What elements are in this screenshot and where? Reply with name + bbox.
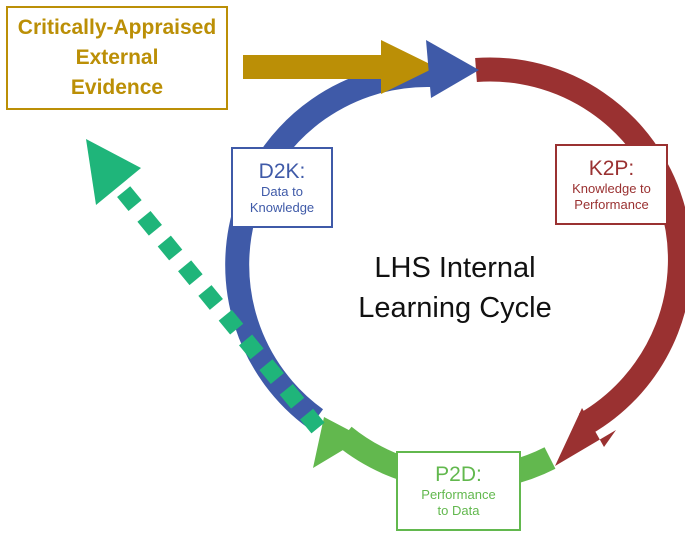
evidence-arrow-shaft	[243, 55, 391, 79]
feedback-arrow-line	[112, 180, 325, 434]
p2d-desc-line-1: Performance	[421, 487, 496, 502]
d2k-desc-line-2: Knowledge	[249, 199, 315, 215]
feedback-arrowhead	[86, 139, 141, 205]
k2p-code: K2P:	[588, 156, 635, 180]
k2p-arrowhead	[555, 408, 616, 466]
p2d-code: P2D:	[435, 463, 482, 486]
evidence-line-1: Critically-Appraised	[17, 16, 217, 39]
evidence-arrowhead	[381, 40, 436, 94]
d2k-arrowhead	[426, 40, 479, 98]
k2p-desc-line-2: Performance	[574, 196, 649, 212]
d2k-box: D2K: Data to Knowledge	[231, 147, 333, 228]
k2p-desc-line-1: Knowledge to	[572, 180, 651, 196]
external-evidence-box: Critically-Appraised External Evidence	[6, 6, 228, 110]
k2p-arc	[475, 57, 685, 435]
k2p-box: K2P: Knowledge to Performance	[555, 144, 668, 225]
evidence-line-3: Evidence	[70, 76, 164, 99]
evidence-line-2: External	[75, 46, 159, 69]
p2d-arrowhead	[313, 417, 364, 468]
cycle-center-label: LHS Internal Learning Cycle	[320, 248, 590, 328]
p2d-desc-line-2: to Data	[437, 503, 480, 518]
p2d-box: P2D: Performance to Data	[396, 451, 521, 531]
center-line-2: Learning Cycle	[358, 292, 552, 324]
d2k-desc-line-1: Data to	[261, 183, 303, 199]
center-line-1: LHS Internal	[374, 252, 536, 284]
d2k-code: D2K:	[258, 159, 306, 183]
